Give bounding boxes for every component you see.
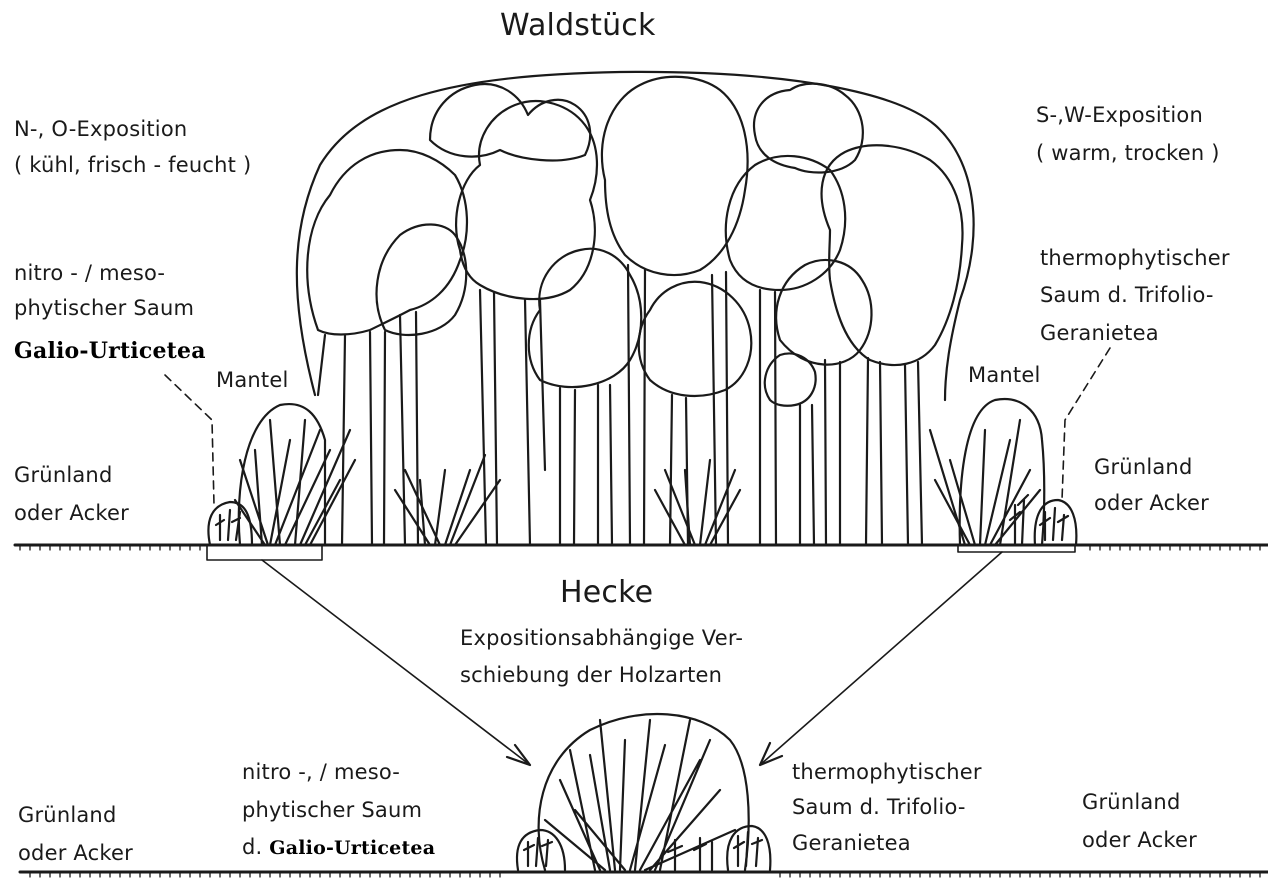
right-mantel-shrub — [930, 399, 1076, 545]
field-top-left-line2: oder Acker — [14, 498, 129, 528]
tree-trunk — [318, 335, 325, 395]
field-bottom-left-line1: Grünland — [18, 800, 116, 830]
tree-crown — [529, 249, 642, 387]
tree-trunk — [370, 332, 385, 545]
bottom-right-saum-line3: Geranietea — [792, 828, 911, 858]
right-saum-line3: Geranietea — [1040, 318, 1159, 348]
bottom-left-saum-line2: phytischer Saum — [242, 795, 422, 825]
field-top-left-line1: Grünland — [14, 460, 112, 490]
left-edge-box — [207, 545, 322, 560]
tree-crowns — [307, 77, 962, 406]
hecke-desc-line2: schiebung der Holzarten — [460, 660, 722, 690]
right-saum-line2: Saum d. Trifolio- — [1040, 280, 1214, 310]
tree-trunk — [560, 388, 575, 545]
tree-trunk — [598, 385, 612, 545]
left-exposition-line1: N-, O-Exposition — [14, 114, 187, 144]
left-mantel-shrub — [208, 404, 355, 545]
tree-crown — [639, 282, 752, 396]
right-saum-line1: thermophytischer — [1040, 243, 1230, 273]
bottom-left-saum-line3: d. Galio-Urticetea — [242, 832, 435, 863]
tree-trunk — [800, 405, 814, 545]
tree-crown — [307, 150, 467, 335]
right-exposition-line2: ( warm, trocken ) — [1036, 138, 1220, 168]
hecke-desc-line1: Expositionsabhängige Ver- — [460, 623, 743, 653]
tree-trunk — [825, 360, 840, 545]
field-top-right-line1: Grünland — [1094, 452, 1192, 482]
mantel-left-label: Mantel — [216, 365, 289, 395]
right-saum-herb — [1035, 500, 1077, 545]
left-exposition-line2: ( kühl, frisch - feucht ) — [14, 150, 251, 180]
field-bottom-right-line1: Grünland — [1082, 787, 1180, 817]
field-bottom-right-line2: oder Acker — [1082, 825, 1197, 855]
left-saum-line2: phytischer Saum — [14, 293, 194, 323]
hedge-drawing — [517, 714, 770, 870]
arrow-right — [760, 552, 1002, 765]
tree-crown — [765, 354, 816, 406]
bottom-right-saum-line2: Saum d. Trifolio- — [792, 792, 966, 822]
leader-left-saum — [165, 375, 214, 505]
bottom-right-saum-line1: thermophytischer — [792, 757, 982, 787]
left-saum-line3: Galio-Urticetea — [14, 336, 206, 366]
right-exposition-line1: S-,W-Exposition — [1036, 100, 1203, 130]
hecke-title: Hecke — [560, 575, 653, 611]
tree-crown — [822, 145, 963, 365]
bottom-left-saum-name: Galio-Urticetea — [269, 837, 435, 859]
left-saum-herb — [208, 502, 252, 545]
tree-trunk — [760, 290, 776, 545]
field-top-right-line2: oder Acker — [1094, 488, 1209, 518]
tree-trunk — [525, 300, 545, 545]
tree-trunk — [712, 272, 728, 545]
tree-crown — [430, 84, 590, 160]
tree-trunk — [866, 358, 882, 545]
left-saum-line1: nitro - / meso- — [14, 258, 165, 288]
tree-crown — [377, 224, 467, 335]
forest-title: Waldstück — [500, 8, 656, 44]
tree-crown — [456, 101, 597, 299]
tree-trunks — [318, 265, 922, 545]
bottom-left-saum-prefix: d. — [242, 835, 262, 859]
bottom-left-saum-line1: nitro -, / meso- — [242, 757, 400, 787]
field-bottom-left-line2: oder Acker — [18, 838, 133, 868]
mantel-right-label: Mantel — [968, 360, 1041, 390]
tree-trunk — [905, 362, 922, 545]
tree-trunk — [628, 265, 645, 545]
